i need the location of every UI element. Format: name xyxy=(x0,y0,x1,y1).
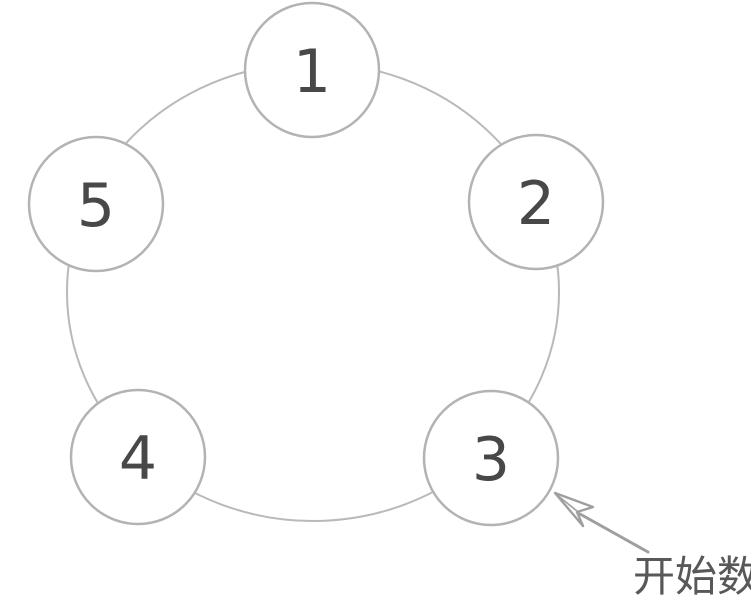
node-circle-4 xyxy=(69,388,207,526)
node-label-2: 2 xyxy=(517,169,555,239)
node-label-1: 1 xyxy=(293,37,331,107)
arrow-head-fold-line xyxy=(556,494,578,512)
node-label-4: 4 xyxy=(119,424,157,494)
node-circles: 1 2 3 4 5 xyxy=(27,1,605,527)
node-circle-2 xyxy=(467,133,605,271)
arrow-shaft xyxy=(578,512,650,554)
start-arrow xyxy=(553,491,650,554)
node-label-3: 3 xyxy=(472,425,510,495)
node-label-5: 5 xyxy=(77,171,115,241)
node-circle-5 xyxy=(27,135,165,273)
node-circle-1 xyxy=(243,1,381,139)
start-count-label: 开始数 xyxy=(633,552,751,601)
node-circle-3 xyxy=(422,389,560,527)
